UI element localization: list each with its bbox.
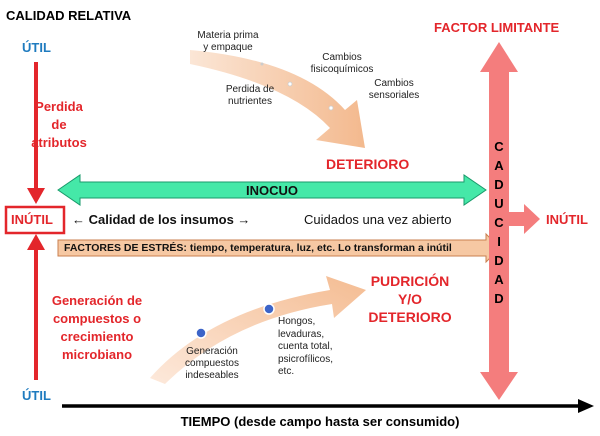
loss-arrow <box>27 62 45 204</box>
caducidad-label: C A D U C I D A D <box>494 139 504 306</box>
time-axis <box>62 399 594 413</box>
util-top-label: ÚTIL <box>22 40 51 55</box>
stress-factors-label: FACTORES DE ESTRÉS: tiempo, temperatura,… <box>64 242 452 254</box>
deterioro-top-label: DETERIORO <box>326 156 410 172</box>
time-axis-label: TIEMPO (desde campo hasta ser consumido) <box>180 414 460 429</box>
insumos-label: ← Calidad de los insumos → <box>72 212 251 227</box>
inutil-left-label: INÚTIL <box>11 212 53 227</box>
caducidad-arrow <box>480 42 518 400</box>
microbes-label: Hongos, levaduras, cuenta total, psicrof… <box>278 316 334 377</box>
cuidados-label: Cuidados una vez abierto <box>304 212 452 227</box>
sensory-label: Cambios sensoriales <box>368 78 420 101</box>
util-bottom-label: ÚTIL <box>22 388 51 403</box>
inocuo-label: INOCUO <box>246 183 298 198</box>
inocuo-arrow <box>57 174 487 206</box>
diagram-title: CALIDAD RELATIVA <box>6 8 132 23</box>
dot-generation <box>195 327 207 339</box>
deterioration-curve-arrow <box>190 50 365 148</box>
raw-material-label: Materia prima y empaque <box>197 30 259 53</box>
dot-microbes <box>263 303 275 315</box>
physicochemical-label: Cambios fisicoquímicos <box>310 52 374 75</box>
generation-label: Generación de compuestos o crecimiento m… <box>51 293 143 362</box>
undesirable-compounds-label: Generación compuestos indeseables <box>185 346 239 381</box>
nutrients-label: Perdida de nutrientes <box>225 84 275 107</box>
rot-curve-arrow <box>150 276 366 384</box>
generation-arrow <box>27 234 45 380</box>
inutil-box <box>4 205 66 235</box>
factor-limitante-label: FACTOR LIMITANTE <box>434 20 560 35</box>
inutil-right-label: INÚTIL <box>546 212 588 227</box>
loss-attributes-label: Perdida de atributos <box>31 99 87 150</box>
right-inutil-arrow <box>509 204 540 234</box>
rot-label: PUDRICIÓN Y/O DETERIORO <box>368 273 452 325</box>
